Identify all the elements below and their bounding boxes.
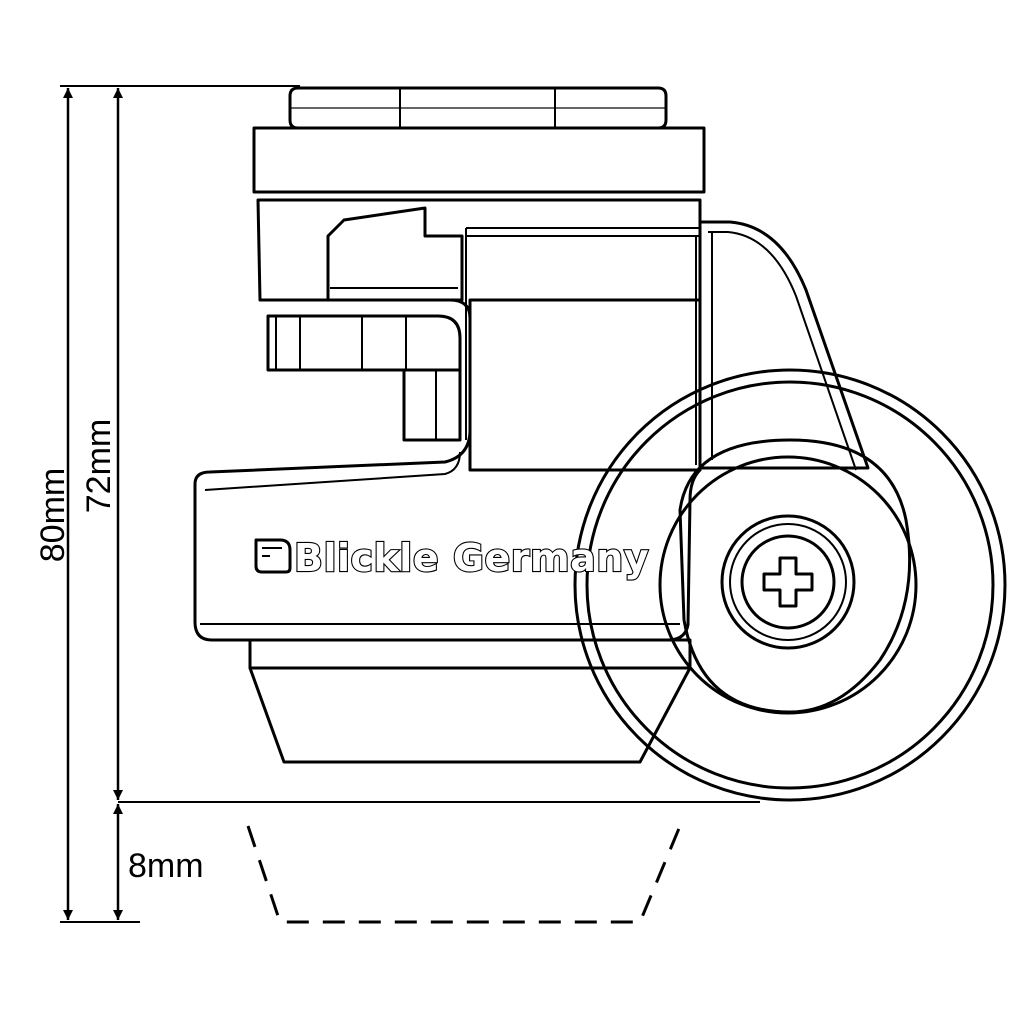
wheel xyxy=(573,368,1007,802)
blickle-logo-icon xyxy=(254,538,292,574)
hex-nut xyxy=(266,314,462,372)
hub-cap xyxy=(658,455,918,715)
dimension-lines: 80mm 72mm 8mm xyxy=(34,85,760,923)
stroke-label: 8mm xyxy=(128,847,204,885)
foot-collar xyxy=(248,638,692,670)
extended-foot-outline xyxy=(246,825,682,924)
housing-lower-block xyxy=(193,298,702,642)
clamp-block xyxy=(326,206,464,302)
caster-housing xyxy=(193,198,918,715)
axle-washer-inner xyxy=(729,523,847,641)
threaded-cap xyxy=(288,86,668,130)
axle-screw-head xyxy=(740,534,836,630)
swivel-arm-inner-edge xyxy=(708,231,857,471)
housing-ledge-line xyxy=(204,451,461,491)
frame-height-label: 72mm xyxy=(80,419,118,513)
brand-name: Blickle Germany xyxy=(294,536,649,580)
foot-pad xyxy=(248,666,692,764)
overall-height-label: 80mm xyxy=(34,468,72,562)
wheel-tread-outer xyxy=(573,368,1007,802)
mounting-top xyxy=(252,86,706,194)
housing-upper-body xyxy=(256,198,702,472)
phillips-cross-icon xyxy=(762,556,814,608)
mounting-plate xyxy=(252,126,706,194)
spindle xyxy=(402,368,462,442)
axle-washer-outer xyxy=(720,514,856,650)
brand-mark: Blickle Germany xyxy=(254,535,650,581)
blickle-logo-detail xyxy=(262,547,282,557)
wheel-tread-inner xyxy=(585,380,995,790)
swivel-arm xyxy=(698,220,870,470)
